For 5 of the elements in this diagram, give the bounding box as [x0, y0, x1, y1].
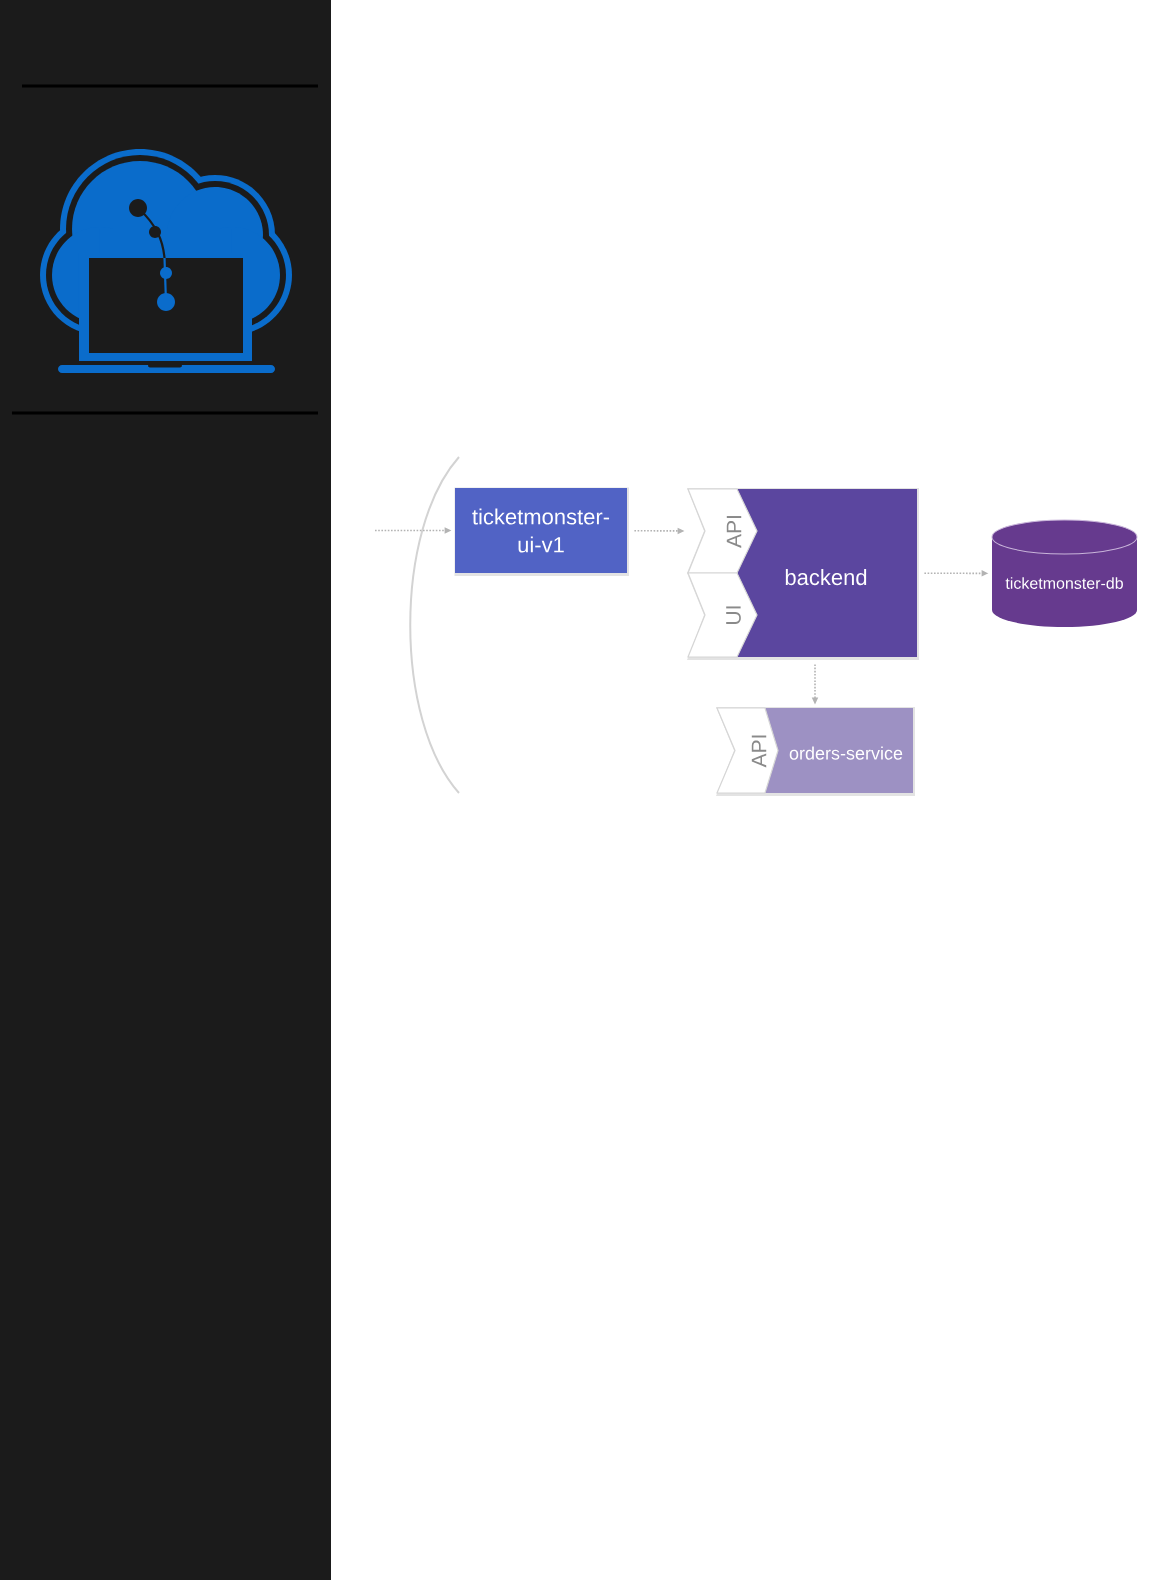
- database-cylinder: ticketmonster-db: [991, 519, 1138, 627]
- interface-tab: API: [716, 707, 779, 794]
- interface-tab: API: [687, 488, 758, 574]
- interface-tab: UI: [687, 572, 758, 658]
- service-box: ticketmonster- ui-v1: [454, 487, 629, 576]
